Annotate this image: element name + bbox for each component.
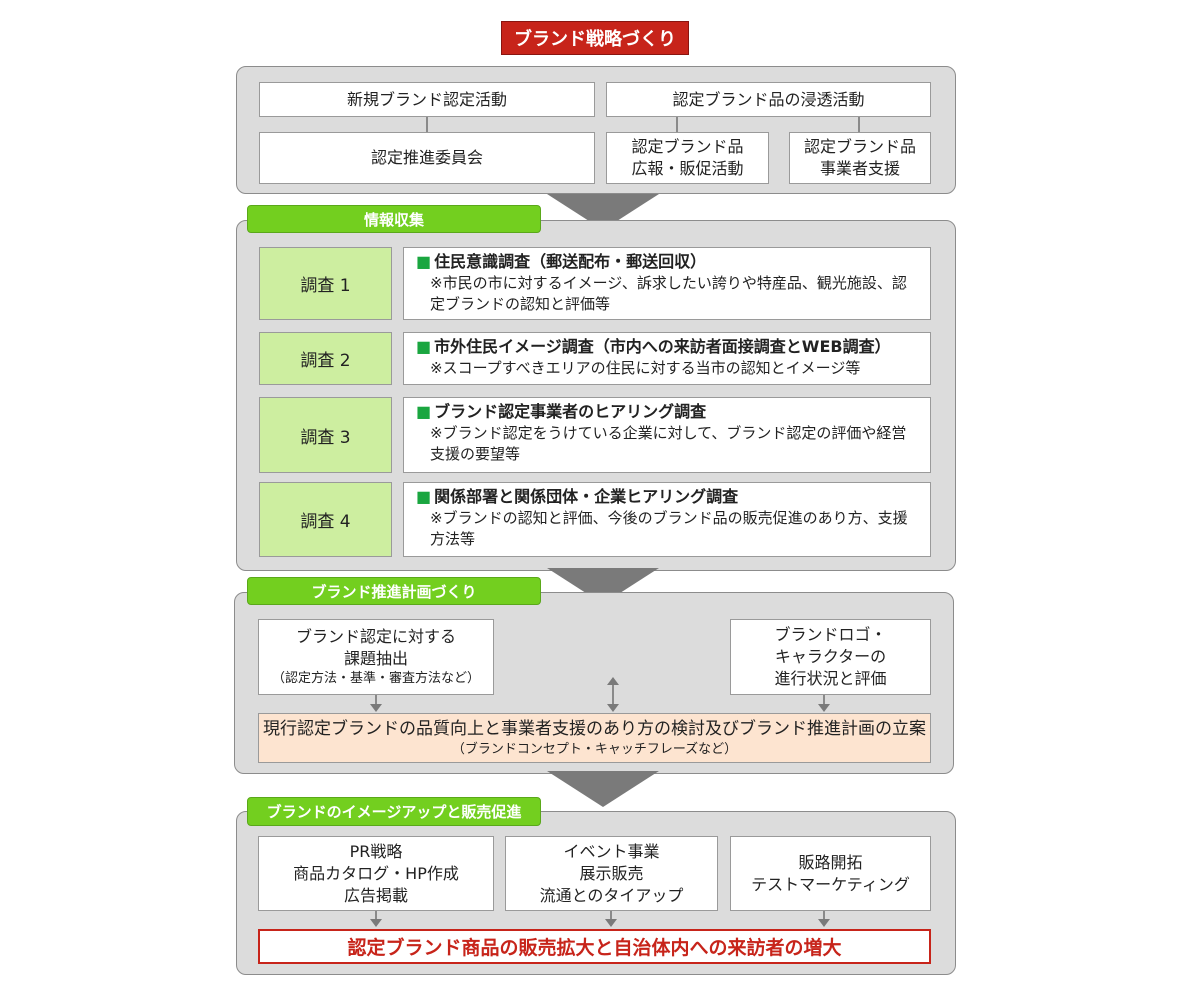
survey-description: ※ブランドの認知と評価、今後のブランド品の販売促進のあり方、支援方法等 — [430, 509, 908, 548]
pr-strategy-line: 広告掲載 — [343, 885, 408, 905]
connector-line — [858, 117, 860, 132]
sales-channel-line: テストマーケティング — [751, 874, 910, 894]
connector-line — [375, 695, 377, 704]
square-bullet-icon: ■ — [416, 337, 432, 356]
pr-strategy-line: 商品カタログ・HP作成 — [293, 863, 459, 883]
square-bullet-icon: ■ — [416, 487, 432, 506]
business-support-box: 認定ブランド品 事業者支援 — [789, 132, 931, 184]
event-line: イベント事業 — [563, 841, 660, 861]
sales-channel-line: 販路開拓 — [798, 852, 863, 872]
brand-plan-tag: ブランド推進計画づくり — [247, 577, 541, 605]
small-arrow-down-icon — [370, 704, 382, 712]
logo-line2: キャラクターの — [774, 647, 887, 666]
plan-result-note: （ブランドコンセプト・キャッチフレーズなど） — [451, 742, 738, 757]
survey-description: ※ブランド認定をうけている企業に対して、ブランド認定の評価や経営支援の要望等 — [430, 424, 907, 463]
logo-line1: ブランドロゴ・ — [774, 625, 887, 644]
new-brand-certification-box: 新規ブランド認定活動 — [259, 82, 595, 117]
survey-label: 調査 1 — [259, 247, 392, 320]
connector-line — [676, 117, 678, 132]
small-arrow-down-icon — [370, 919, 382, 927]
small-arrow-down-icon — [607, 704, 619, 712]
survey-label: 調査 2 — [259, 332, 392, 385]
event-business-box: イベント事業 展示販売 流通とのタイアップ — [505, 836, 718, 911]
event-line: 流通とのタイアップ — [539, 885, 684, 905]
information-gathering-tag: 情報収集 — [247, 205, 541, 233]
plan-result-box: 現行認定ブランドの品質向上と事業者支援のあり方の検討及びブランド推進計画の立案 … — [258, 713, 931, 763]
survey-title: ■ブランド認定事業者のヒアリング調査 — [416, 402, 707, 421]
pr-sales-line2: 広報・販促活動 — [631, 159, 744, 178]
small-arrow-up-icon — [607, 677, 619, 685]
connector-line — [610, 911, 612, 919]
small-arrow-down-icon — [818, 704, 830, 712]
event-line: 展示販売 — [579, 863, 644, 883]
flow-arrow-down — [547, 771, 659, 807]
survey-title: ■関係部署と関係団体・企業ヒアリング調査 — [416, 487, 739, 506]
connector-line — [823, 911, 825, 919]
survey-detail: ■住民意識調査（郵送配布・郵送回収） ※市民の市に対するイメージ、訴求したい誇り… — [403, 247, 931, 320]
page-title: ブランド戦略づくり — [501, 21, 689, 55]
survey-title: ■住民意識調査（郵送配布・郵送回収） — [416, 252, 707, 271]
committee-box: 認定推進委員会 — [259, 132, 595, 184]
connector-line — [612, 685, 614, 704]
pr-sales-line1: 認定ブランド品 — [631, 137, 744, 156]
survey-detail: ■ブランド認定事業者のヒアリング調査 ※ブランド認定をうけている企業に対して、ブ… — [403, 397, 931, 473]
survey-label: 調査 3 — [259, 397, 392, 473]
goal-box: 認定ブランド商品の販売拡大と自治体内への来訪者の増大 — [258, 929, 931, 964]
issue-line2: 課題抽出 — [343, 649, 408, 668]
survey-detail: ■関係部署と関係団体・企業ヒアリング調査 ※ブランドの認知と評価、今後のブランド… — [403, 482, 931, 557]
issue-note: （認定方法・基準・審査方法など） — [271, 671, 480, 686]
business-support-line2: 事業者支援 — [819, 159, 900, 178]
connector-line — [375, 911, 377, 919]
survey-label: 調査 4 — [259, 482, 392, 557]
connector-line — [426, 117, 428, 132]
square-bullet-icon: ■ — [416, 402, 432, 421]
promotion-tag: ブランドのイメージアップと販売促進 — [247, 797, 541, 826]
sales-channel-box: 販路開拓 テストマーケティング — [730, 836, 931, 911]
small-arrow-down-icon — [605, 919, 617, 927]
survey-detail: ■市外住民イメージ調査（市内への来訪者面接調査とWEB調査） ※スコープすべきエ… — [403, 332, 931, 385]
pr-sales-box: 認定ブランド品 広報・販促活動 — [606, 132, 769, 184]
business-support-line1: 認定ブランド品 — [803, 137, 916, 156]
small-arrow-down-icon — [818, 919, 830, 927]
logo-character-box: ブランドロゴ・ キャラクターの 進行状況と評価 — [730, 619, 931, 695]
square-bullet-icon: ■ — [416, 252, 432, 271]
brand-penetration-box: 認定ブランド品の浸透活動 — [606, 82, 931, 117]
survey-title: ■市外住民イメージ調査（市内への来訪者面接調査とWEB調査） — [416, 337, 891, 356]
issue-extraction-box: ブランド認定に対する 課題抽出 （認定方法・基準・審査方法など） — [258, 619, 494, 695]
pr-strategy-line: PR戦略 — [349, 841, 403, 861]
pr-strategy-box: PR戦略 商品カタログ・HP作成 広告掲載 — [258, 836, 494, 911]
survey-description: ※スコープすべきエリアの住民に対する当市の認知とイメージ等 — [430, 359, 861, 377]
survey-description: ※市民の市に対するイメージ、訴求したい誇りや特産品、観光施設、認定ブランドの認知… — [430, 274, 907, 313]
logo-line3: 進行状況と評価 — [774, 669, 887, 688]
connector-line — [823, 695, 825, 704]
issue-line1: ブランド認定に対する — [295, 627, 456, 646]
plan-result-main: 現行認定ブランドの品質向上と事業者支援のあり方の検討及びブランド推進計画の立案 — [263, 719, 926, 739]
